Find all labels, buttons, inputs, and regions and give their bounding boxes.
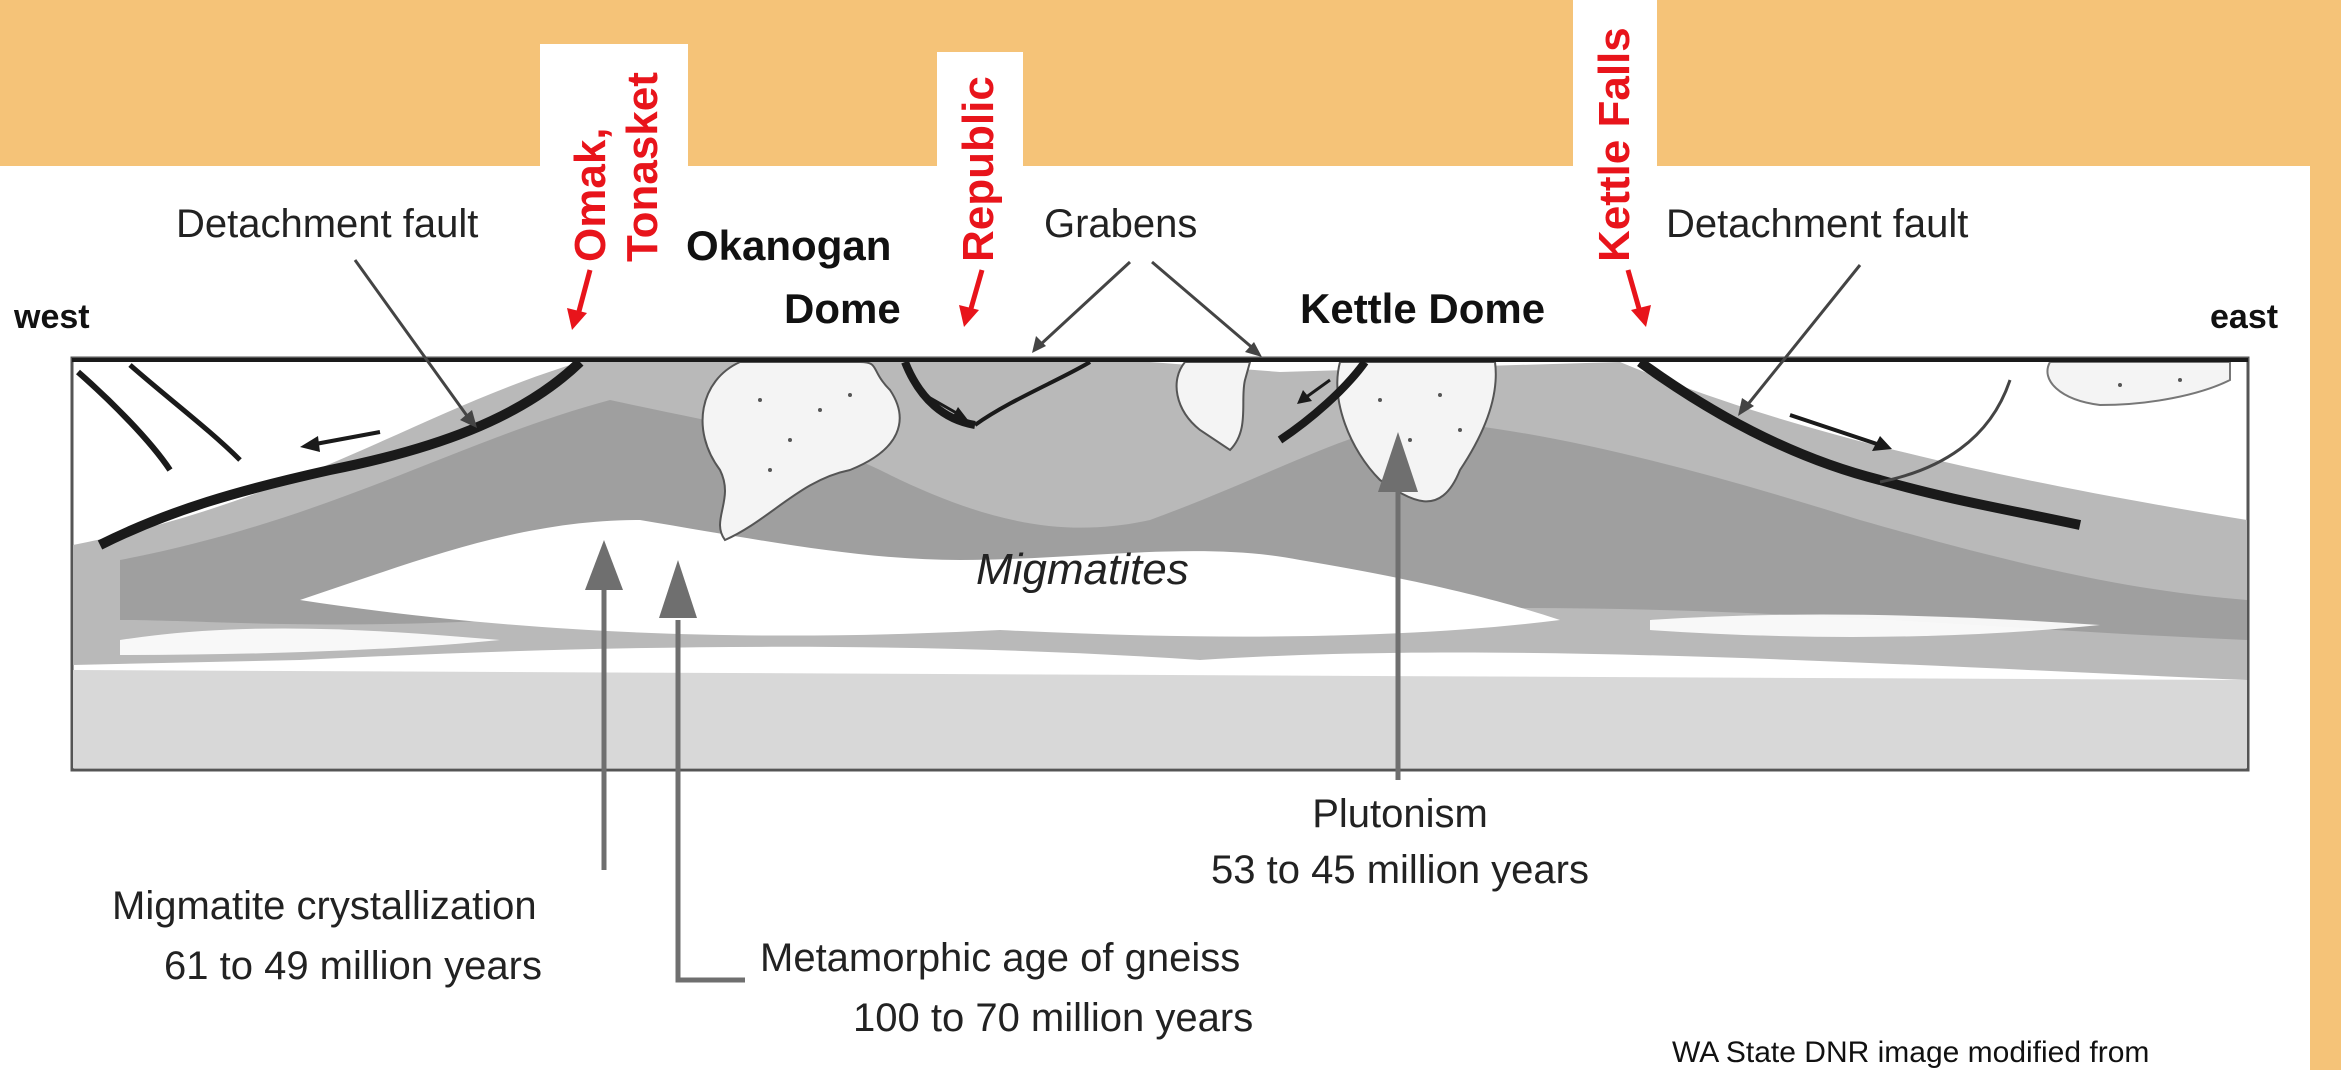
leader-grabens-west (1040, 262, 1130, 345)
label-migmatite-age: 61 to 49 million years (164, 944, 542, 989)
label-east: east (2210, 298, 2278, 337)
label-plutonism-age: 53 to 45 million years (1160, 848, 1640, 893)
label-grabens: Grabens (1044, 202, 1197, 247)
town-omak: Omak, (566, 127, 616, 262)
label-detachment-fault-left: Detachment fault (176, 202, 478, 247)
label-okanogan-dome-line1: Okanogan (686, 222, 891, 270)
town-kettle-falls: Kettle Falls (1590, 27, 1640, 262)
omak-arrow (578, 270, 590, 315)
leader-grabens-east (1152, 262, 1255, 350)
town-republic: Republic (954, 76, 1004, 262)
label-gneiss-age: 100 to 70 million years (853, 996, 1253, 1041)
town-tonasket: Tonasket (618, 72, 668, 262)
label-migmatites: Migmatites (976, 545, 1189, 595)
label-plutonism-title: Plutonism (1170, 792, 1630, 837)
label-migmatite-title: Migmatite crystallization (112, 884, 537, 929)
image-credit: WA State DNR image modified from (1672, 1036, 2149, 1070)
republic-arrow (970, 270, 982, 312)
label-okanogan-dome-line2: Dome (784, 285, 901, 333)
label-detachment-fault-right: Detachment fault (1666, 202, 1968, 247)
basement-band (73, 670, 2247, 768)
label-kettle-dome: Kettle Dome (1300, 285, 1545, 333)
label-west: west (14, 298, 90, 337)
kettle-falls-arrow (1628, 270, 1640, 312)
label-gneiss-title: Metamorphic age of gneiss (760, 936, 1240, 981)
